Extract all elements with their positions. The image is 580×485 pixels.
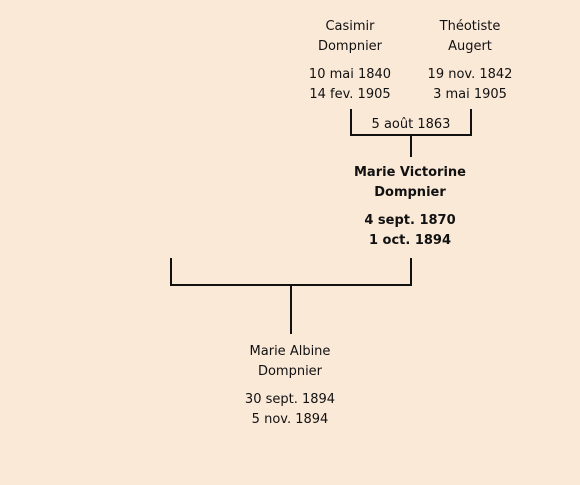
subject-death-date: 1 oct. 1894 xyxy=(368,233,452,248)
parents-descent-line xyxy=(410,136,412,157)
subject-birth-date: 4 sept. 1870 xyxy=(364,213,456,228)
father-card[interactable]: Casimir Dompnier 10 mai 1840 14 fev. 190… xyxy=(290,17,410,105)
mother-first-name: Théotiste xyxy=(439,19,501,34)
mother-birth-date: 19 nov. 1842 xyxy=(427,67,513,82)
child-dates: 30 sept. 1894 5 nov. 1894 xyxy=(220,390,360,430)
father-first-name: Casimir xyxy=(325,19,375,34)
child-death-date: 5 nov. 1894 xyxy=(251,412,329,427)
child-first-name: Marie Albine xyxy=(249,344,331,359)
couple-bracket-line xyxy=(170,284,412,286)
father-death-date: 14 fev. 1905 xyxy=(309,87,391,102)
parents-marriage-date: 5 août 1863 xyxy=(371,117,451,132)
parents-bracket-line xyxy=(350,134,472,136)
father-dates: 10 mai 1840 14 fev. 1905 xyxy=(290,65,410,105)
father-last-name: Dompnier xyxy=(317,39,383,54)
subject-last-name: Dompnier xyxy=(374,185,446,200)
subject-connector-line xyxy=(410,258,412,286)
mother-last-name: Augert xyxy=(448,39,492,54)
mother-connector-line xyxy=(470,109,472,136)
child-last-name: Dompnier xyxy=(257,364,323,379)
mother-card[interactable]: Théotiste Augert 19 nov. 1842 3 mai 1905 xyxy=(410,17,530,105)
subject-first-name: Marie Victorine xyxy=(354,165,466,180)
subject-dates: 4 sept. 1870 1 oct. 1894 xyxy=(330,211,490,251)
father-connector-line xyxy=(350,109,352,136)
mother-death-date: 3 mai 1905 xyxy=(433,87,507,102)
spouse-connector-line xyxy=(170,258,172,286)
child-card[interactable]: Marie Albine Dompnier 30 sept. 1894 5 no… xyxy=(220,342,360,430)
child-birth-date: 30 sept. 1894 xyxy=(244,392,336,407)
subject-card[interactable]: Marie Victorine Dompnier 4 sept. 1870 1 … xyxy=(330,163,490,251)
father-birth-date: 10 mai 1840 xyxy=(308,67,392,82)
couple-descent-line xyxy=(290,286,292,334)
mother-dates: 19 nov. 1842 3 mai 1905 xyxy=(410,65,530,105)
